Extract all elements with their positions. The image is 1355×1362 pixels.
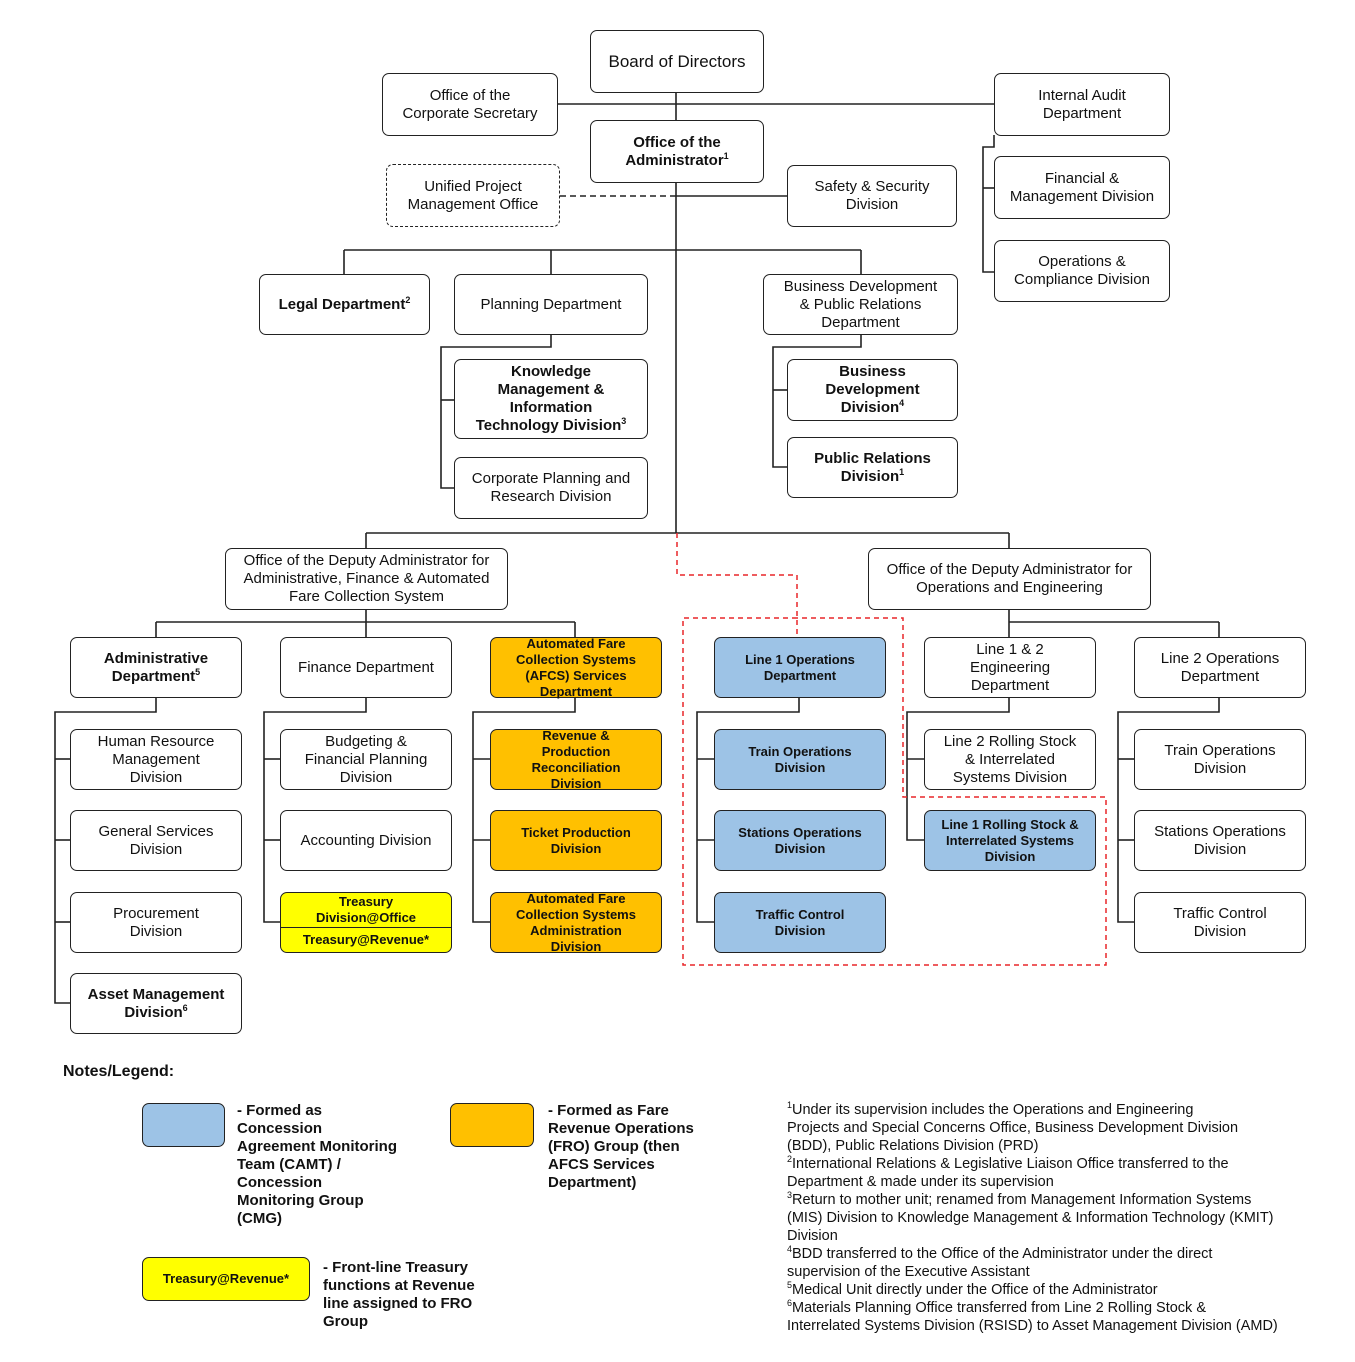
ticket-production-division: Ticket Production Division — [490, 810, 662, 871]
afcs-services-department: Automated Fare Collection Systems (AFCS)… — [490, 636, 662, 699]
accounting-division: Accounting Division — [280, 810, 452, 871]
internal-audit-department: Internal Audit Department — [994, 73, 1170, 136]
line2-stations-operations-division: Stations Operations Division — [1134, 810, 1306, 871]
line1-traffic-control-division: Traffic Control Division — [714, 892, 886, 953]
safety-security-division: Safety & Security Division — [787, 165, 957, 227]
legend-blue-label: - Formed as Concession Agreement Monitor… — [237, 1102, 397, 1227]
corporate-planning-research-division: Corporate Planning and Research Division — [454, 457, 648, 519]
legend-yellow-swatch: Treasury@Revenue* — [142, 1257, 310, 1301]
treasury-office-label: Treasury Division@Office — [281, 893, 451, 928]
operations-compliance-division: Operations & Compliance Division — [994, 240, 1170, 302]
legend-heading: Notes/Legend: — [63, 1063, 175, 1080]
legend-yellow-label: - Front-line Treasury functions at Reven… — [323, 1259, 475, 1330]
legal-department: Legal Department2 — [259, 274, 430, 335]
business-development-public-relations-department: Business Development & Public Relations … — [763, 274, 958, 335]
line2-operations-department: Line 2 Operations Department — [1134, 637, 1306, 698]
line1-stations-operations-division: Stations Operations Division — [714, 810, 886, 871]
footnotes: 1Under its supervision includes the Oper… — [787, 1101, 1327, 1335]
deputy-operations-engineering-office: Office of the Deputy Administrator for O… — [868, 548, 1151, 610]
deputy-admin-finance-afcs-office: Office of the Deputy Administrator for A… — [225, 548, 508, 610]
board-of-directors: Board of Directors — [590, 30, 764, 93]
line1-rolling-stock-division: Line 1 Rolling Stock & Interrelated Syst… — [924, 810, 1096, 871]
afcs-administration-division: Automated Fare Collection Systems Admini… — [490, 891, 662, 954]
line2-rolling-stock-division: Line 2 Rolling Stock & Interrelated Syst… — [924, 729, 1096, 790]
finance-department: Finance Department — [280, 637, 452, 698]
legend-orange-swatch — [450, 1103, 534, 1147]
footnote-1: 1Under its supervision includes the Oper… — [787, 1100, 1239, 1154]
asset-management-division: Asset Management Division6 — [70, 973, 242, 1034]
footnote-4: 4BDD transferred to the Office of the Ad… — [787, 1244, 1213, 1280]
line1-train-operations-division: Train Operations Division — [714, 729, 886, 790]
planning-department: Planning Department — [454, 274, 648, 335]
line1-operations-department: Line 1 Operations Department — [714, 637, 886, 698]
business-development-division: Business Development Division4 — [787, 359, 958, 421]
budgeting-financial-planning-division: Budgeting & Financial Planning Division — [280, 729, 452, 790]
treasury-division: Treasury Division@Office Treasury@Revenu… — [280, 892, 452, 953]
unified-project-management-office: Unified Project Management Office — [386, 164, 560, 227]
procurement-division: Procurement Division — [70, 892, 242, 953]
footnote-6: 6Materials Planning Office transferred f… — [787, 1298, 1278, 1334]
public-relations-division: Public Relations Division1 — [787, 437, 958, 498]
footnote-2: 2International Relations & Legislative L… — [787, 1154, 1229, 1190]
administrative-department: Administrative Department5 — [70, 637, 242, 698]
line12-engineering-department: Line 1 & 2 Engineering Department — [924, 637, 1096, 698]
footnote-3: 3Return to mother unit; renamed from Man… — [787, 1190, 1274, 1244]
revenue-production-reconciliation-division: Revenue & Production Reconciliation Divi… — [490, 728, 662, 791]
legend-blue-swatch — [142, 1103, 225, 1147]
office-of-administrator: Office of the Administrator1 — [590, 120, 764, 183]
corporate-secretary-office: Office of the Corporate Secretary — [382, 73, 558, 136]
financial-management-division: Financial & Management Division — [994, 156, 1170, 219]
treasury-revenue-label: Treasury@Revenue* — [302, 932, 430, 947]
line2-traffic-control-division: Traffic Control Division — [1134, 892, 1306, 953]
line2-train-operations-division: Train Operations Division — [1134, 729, 1306, 790]
footnote-5: 5Medical Unit directly under the Office … — [787, 1280, 1158, 1298]
kmit-division: Knowledge Management & Information Techn… — [454, 359, 648, 439]
general-services-division: General Services Division — [70, 810, 242, 871]
legend-orange-label: - Formed as Fare Revenue Operations (FRO… — [548, 1102, 694, 1191]
human-resource-management-division: Human Resource Management Division — [70, 729, 242, 790]
